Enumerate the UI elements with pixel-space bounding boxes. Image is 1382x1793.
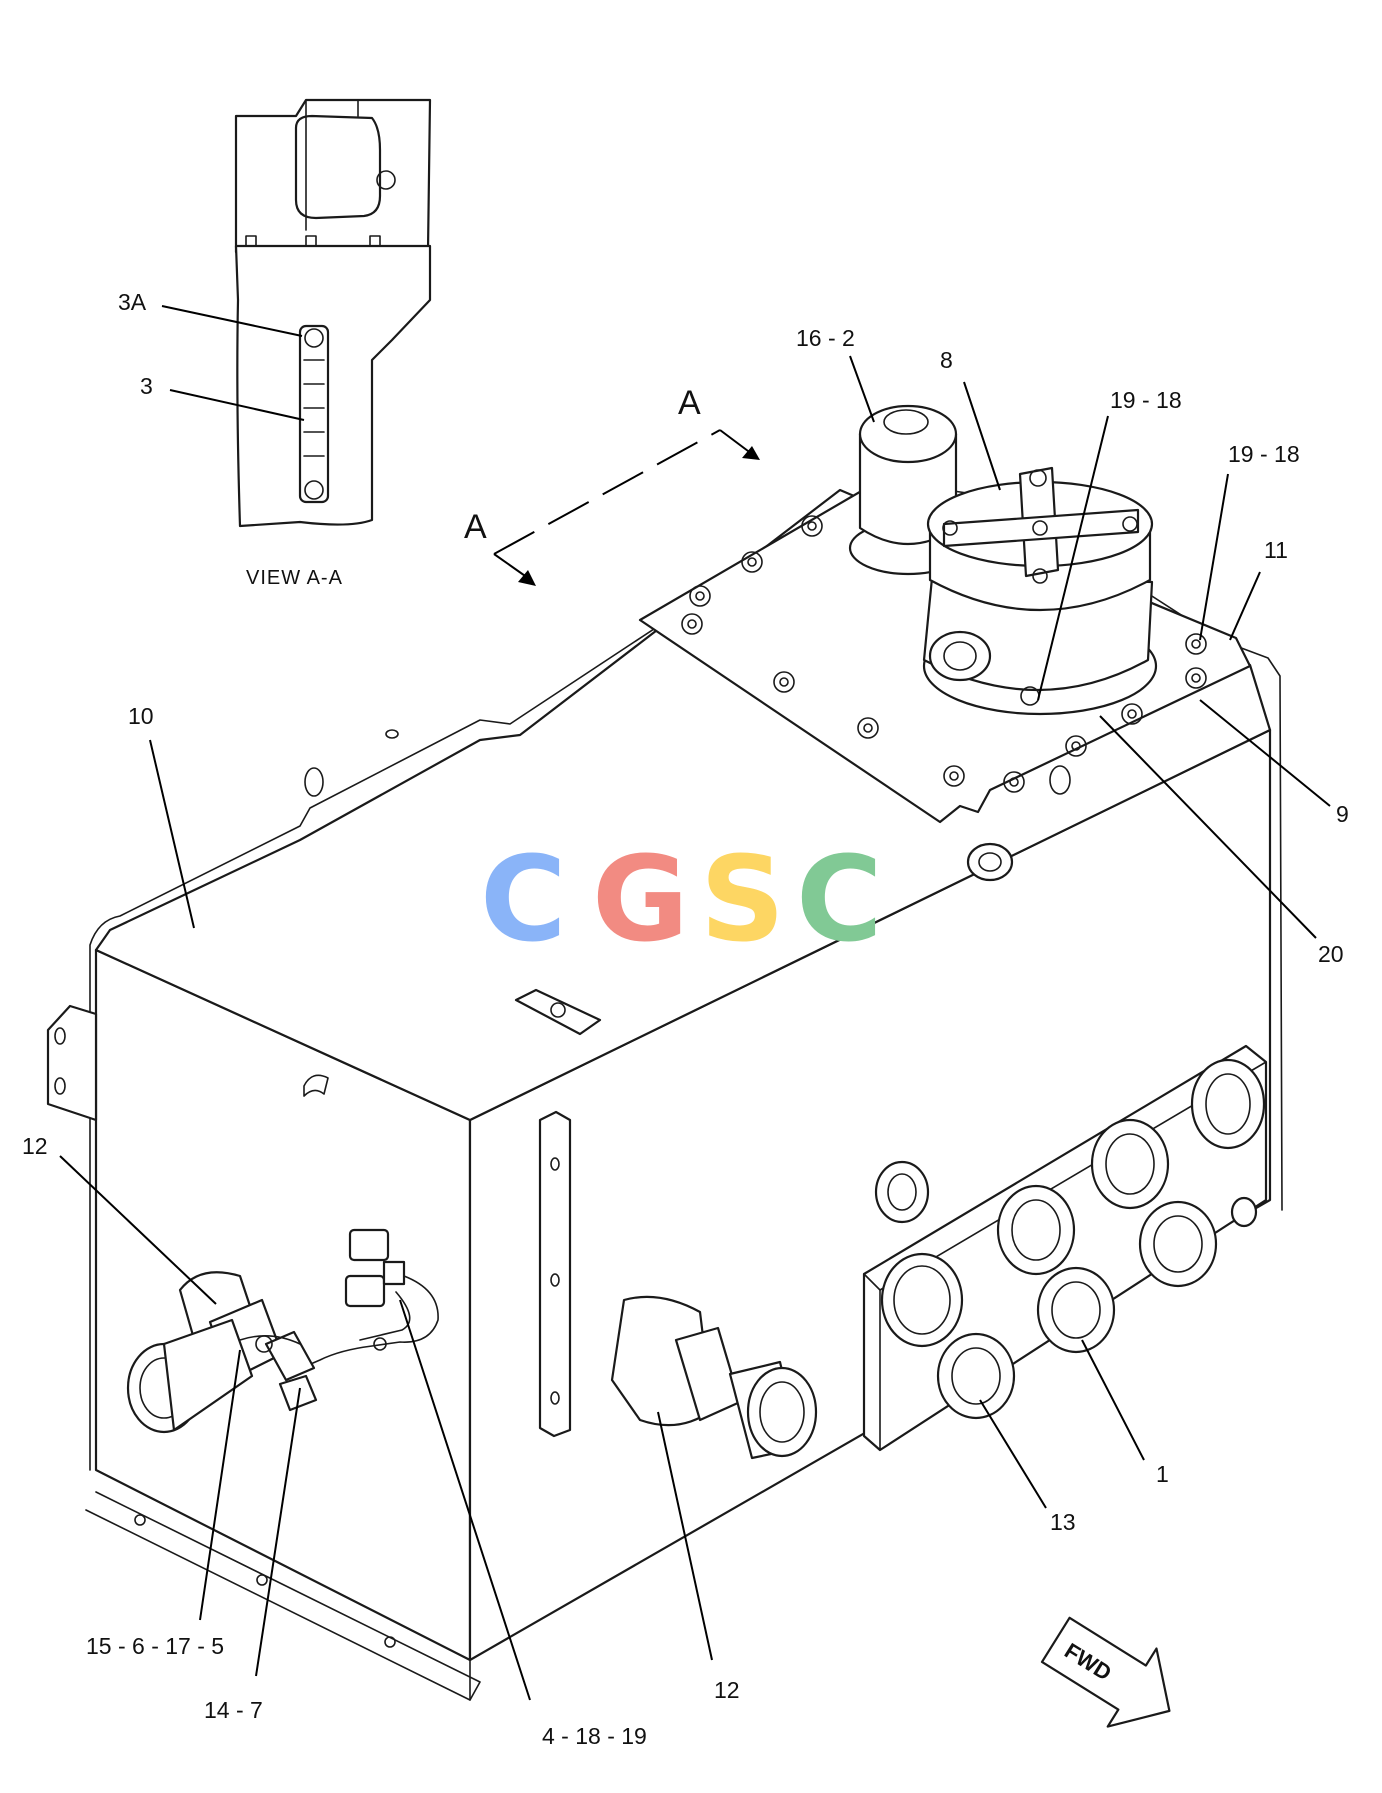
label-13: 13 (1050, 1509, 1076, 1535)
label-20: 20 (1318, 941, 1344, 967)
filter-housing (922, 466, 1158, 716)
leader-lines (59, 305, 1331, 1701)
watermark-letter-s: S (700, 830, 785, 968)
forward-direction-arrow: FWD (1040, 1616, 1171, 1728)
cgsc-watermark: C G S C (480, 830, 883, 968)
view-a-a-inset (234, 98, 432, 528)
elbow-fitting-left (126, 1271, 284, 1434)
label-11: 11 (1264, 537, 1288, 563)
label-4-18-19: 4 - 18 - 19 (542, 1723, 647, 1749)
label-14-7: 14 - 7 (204, 1697, 263, 1723)
view-a-a-title: VIEW A-A (246, 567, 343, 589)
label-15-6-17-5: 15 - 6 - 17 - 5 (86, 1633, 224, 1659)
elbow-fitting-center (610, 1295, 818, 1460)
watermark-letter-c2: C (796, 830, 883, 968)
watermark-letter-g: G (592, 830, 689, 968)
level-sensor-harness (239, 1228, 439, 1412)
callout-labels: 3A 3 16 - 2 8 19 - 18 19 - 18 11 10 9 20… (22, 289, 1349, 1749)
label-9: 9 (1336, 801, 1349, 827)
label-16-2: 16 - 2 (796, 325, 855, 351)
watermark-letter-c1: C (480, 830, 567, 968)
section-mark-a-left: A (464, 508, 487, 546)
port-manifold (862, 1044, 1268, 1452)
label-10: 10 (128, 703, 154, 729)
manifold-ports (880, 1058, 1266, 1420)
section-mark-a-right: A (678, 384, 701, 422)
label-3a: 3A (118, 289, 147, 315)
label-3: 3 (140, 373, 153, 399)
label-8: 8 (940, 347, 953, 373)
label-12-left: 12 (22, 1133, 48, 1159)
label-1: 1 (1156, 1461, 1169, 1487)
section-line-a-a (493, 429, 760, 586)
label-12-bottom: 12 (714, 1677, 740, 1703)
cover-bolts (681, 515, 1207, 793)
label-19-18-b: 19 - 18 (1228, 441, 1300, 467)
label-19-18-a: 19 - 18 (1110, 387, 1182, 413)
